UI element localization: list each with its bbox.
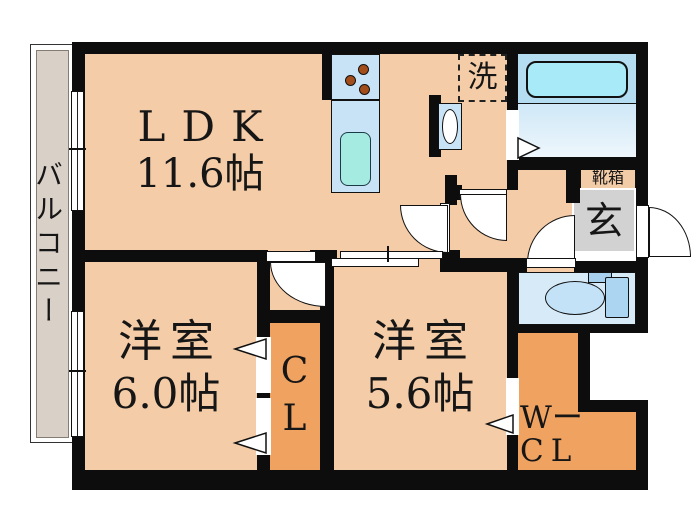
exterior-notch <box>590 333 648 412</box>
ldk-size: 11.6帖 <box>90 151 310 197</box>
laundry-label: 洗 <box>467 60 498 95</box>
wcl-label-line1: Wー <box>520 400 583 436</box>
wall <box>322 54 331 100</box>
wall <box>636 258 648 333</box>
sliding-door-panel <box>331 258 419 267</box>
closet-label-text: CL <box>274 351 315 445</box>
wall <box>578 333 590 412</box>
kitchen-sink <box>340 132 371 186</box>
closet-label: CL <box>274 348 315 448</box>
bedroom-west-name: 洋室 <box>66 318 266 366</box>
wall <box>636 54 648 205</box>
toilet-tank <box>605 277 629 318</box>
bedroom-east-name-text: 洋室 <box>372 316 476 367</box>
shoe-box-label-text: 靴箱 <box>591 168 624 187</box>
shoe-box-label: 靴箱 <box>580 167 636 189</box>
entry-door-arc <box>649 207 691 257</box>
genkan-label-text: 玄 <box>584 199 623 243</box>
wall <box>578 400 648 412</box>
wall <box>455 258 527 272</box>
bedroom-west-size-text: 6.0帖 <box>111 369 221 418</box>
bedroom-east-name: 洋室 <box>320 318 520 366</box>
wcl-label-line2: CL <box>520 433 579 469</box>
wall <box>636 408 648 470</box>
wall <box>566 170 580 203</box>
bedroom-west-door-leaf <box>266 251 316 262</box>
genkan-step <box>574 252 636 261</box>
stove <box>331 54 380 100</box>
bathtub <box>526 61 628 98</box>
ldk-name: LDK <box>90 104 310 150</box>
wall <box>73 42 648 54</box>
wall <box>257 310 332 323</box>
balcony-label: バルコニー <box>28 140 66 350</box>
closet-cl <box>267 323 320 470</box>
ldk-name-text: LDK <box>137 102 279 151</box>
bedroom-east-size: 5.6帖 <box>320 370 520 418</box>
wall <box>445 175 457 205</box>
entry-door-leaf <box>636 205 649 258</box>
wall <box>574 261 648 272</box>
wall <box>507 157 648 170</box>
ldk-size-text: 11.6帖 <box>135 151 265 197</box>
wash-basin-bowl <box>442 109 458 144</box>
toilet-bowl <box>545 281 605 315</box>
wall <box>507 272 518 325</box>
burner-icon <box>359 84 370 95</box>
wall <box>85 250 268 262</box>
genkan-label: 玄 <box>572 190 636 252</box>
bedroom-west-name-text: 洋室 <box>118 316 222 367</box>
burner-icon <box>358 64 369 75</box>
ldk-window <box>71 91 84 211</box>
walkin-closet-lower <box>518 408 636 470</box>
balcony-floor <box>36 50 69 438</box>
wall <box>507 325 648 333</box>
wall <box>73 470 648 490</box>
laundry-box: 洗 <box>458 54 507 102</box>
bathroom-door-opening <box>506 110 519 160</box>
balcony-label-text: バルコニー <box>31 160 64 330</box>
burner-icon <box>345 75 356 86</box>
toilet-door-leaf <box>526 258 576 268</box>
bedroom-east-size-text: 5.6帖 <box>365 369 475 418</box>
bathroom-floor <box>518 103 636 157</box>
walkin-closet-upper <box>518 333 578 408</box>
wcl-label: Wー CL <box>520 402 610 470</box>
bedroom-west-size: 6.0帖 <box>66 370 266 418</box>
